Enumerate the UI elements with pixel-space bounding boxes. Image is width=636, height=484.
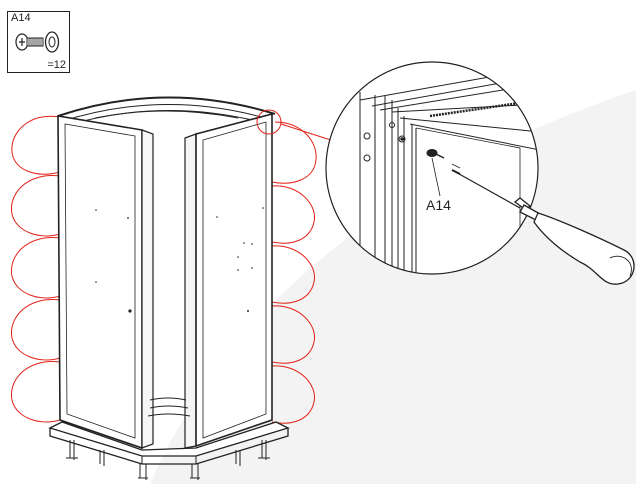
panel-marks bbox=[95, 207, 264, 313]
shower-cabin bbox=[48, 96, 290, 480]
parts-code-label: A14 bbox=[11, 12, 31, 24]
screwdriver-icon bbox=[451, 169, 635, 285]
parts-quantity: =12 bbox=[47, 59, 66, 71]
left-rotation-loops bbox=[10, 115, 61, 423]
highlight-circle bbox=[256, 109, 282, 135]
detail-part-label: A14 bbox=[426, 197, 451, 213]
screw-and-washer-icon bbox=[15, 31, 60, 53]
parts-legend-box: A14 =12 bbox=[7, 11, 70, 73]
label-leader bbox=[431, 157, 441, 197]
right-rotation-loops bbox=[271, 121, 317, 424]
